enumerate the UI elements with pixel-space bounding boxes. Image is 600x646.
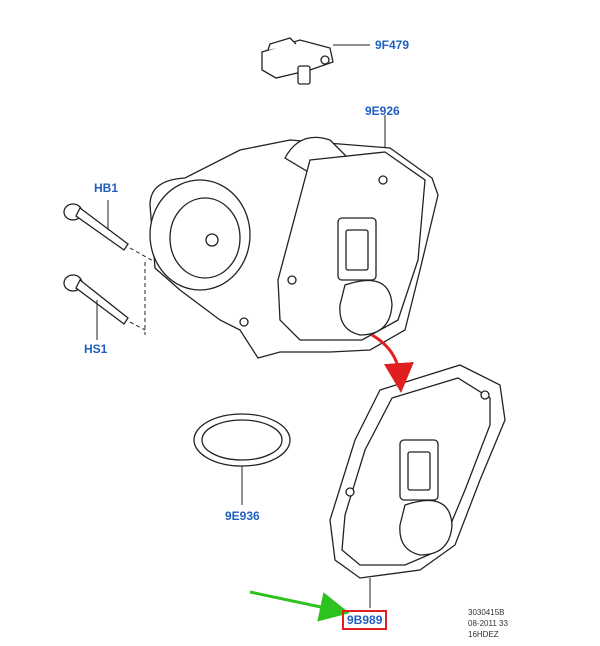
actuator-cover-part [329, 364, 506, 608]
throttle-body-part [149, 115, 439, 359]
reference-line-2: 08-2011 33 [468, 619, 508, 628]
gasket-part [193, 413, 291, 505]
reference-line-3: 16HDEZ [468, 630, 499, 639]
bolt-upper-part [63, 200, 156, 263]
sensor-part [261, 37, 370, 85]
bolt-lower-part [63, 262, 146, 340]
label-hb1[interactable]: HB1 [94, 181, 119, 195]
green-arrow [249, 590, 350, 622]
label-hs1[interactable]: HS1 [84, 342, 108, 356]
label-9b989-highlighted[interactable]: 9B989 [342, 610, 388, 630]
reference-line-1: 3030415B [468, 608, 505, 617]
red-arrow [371, 333, 414, 393]
reference-code: 3030415B 08-2011 33 16HDEZ [468, 607, 508, 640]
label-9e926[interactable]: 9E926 [365, 104, 400, 118]
label-9e936[interactable]: 9E936 [225, 509, 260, 523]
label-9f479[interactable]: 9F479 [375, 38, 410, 52]
